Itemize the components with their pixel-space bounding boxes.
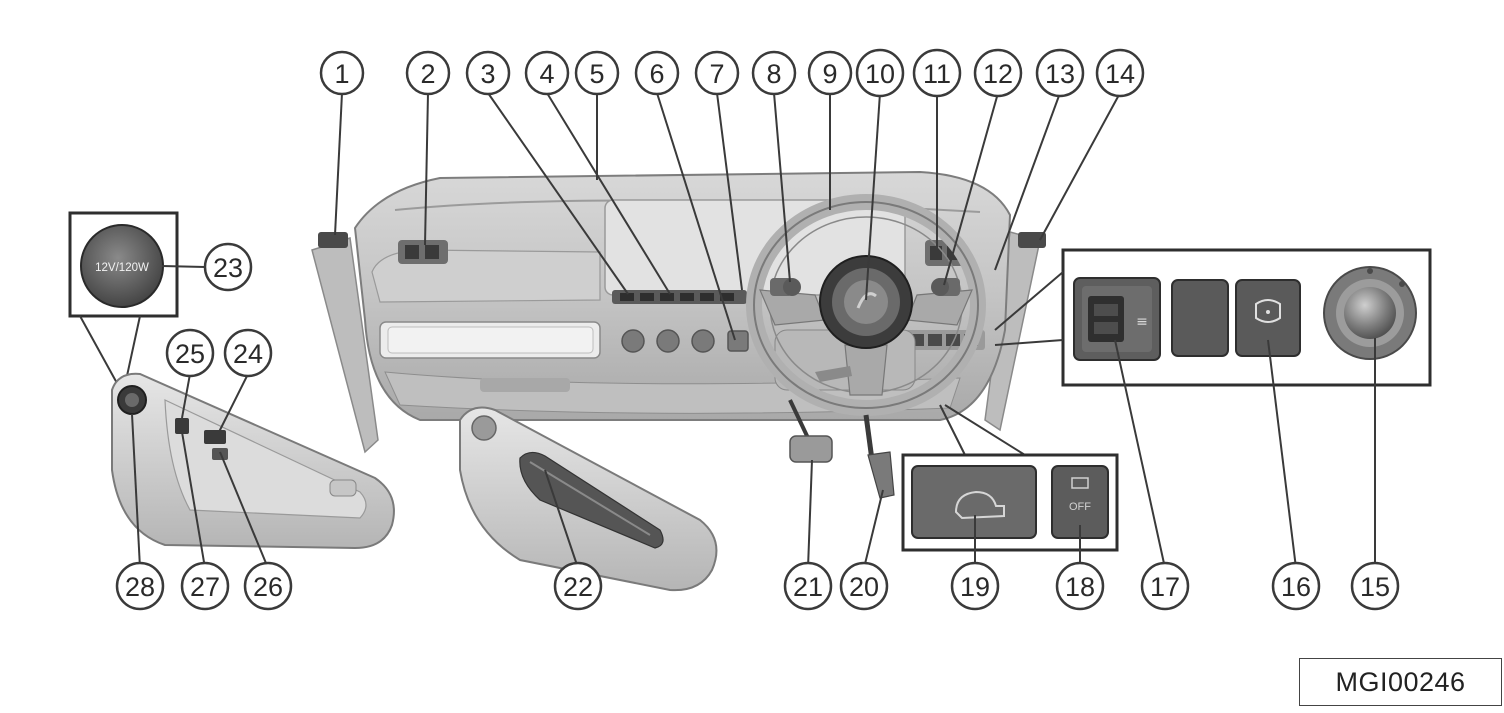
power-socket-inset: 12V/120W — [68, 211, 179, 386]
off-label: OFF — [1069, 501, 1091, 513]
leader-lines — [131, 92, 1376, 569]
callout-3: 3 — [465, 50, 511, 96]
svg-text:21: 21 — [793, 572, 823, 602]
svg-text:1: 1 — [334, 59, 349, 89]
callout-14: 14 — [1095, 48, 1145, 98]
center-console-wireless-tray — [459, 406, 718, 592]
svg-text:5: 5 — [589, 59, 604, 89]
callouts: 1 2 3 4 5 6 7 8 9 10 11 12 13 14 15 16 1… — [115, 48, 1400, 611]
svg-text:18: 18 — [1065, 572, 1095, 602]
callout-16: 16 — [1271, 561, 1321, 611]
svg-text:27: 27 — [190, 572, 220, 602]
callout-22: 22 — [553, 561, 603, 611]
callout-24: 24 — [223, 328, 273, 378]
svg-text:10: 10 — [865, 59, 895, 89]
callout-19: 19 — [950, 561, 1000, 611]
callout-6: 6 — [634, 50, 680, 96]
callout-9: 9 — [807, 50, 853, 96]
svg-text:15: 15 — [1360, 572, 1390, 602]
pedals — [788, 399, 895, 499]
svg-text:16: 16 — [1281, 572, 1311, 602]
callout-8: 8 — [751, 50, 797, 96]
callout-10: 10 — [855, 48, 905, 98]
svg-text:11: 11 — [923, 59, 951, 89]
callout-27: 27 — [180, 561, 230, 611]
callout-7: 7 — [694, 50, 740, 96]
svg-text:25: 25 — [175, 339, 205, 369]
callout-4: 4 — [524, 50, 570, 96]
callout-25: 25 — [165, 328, 215, 378]
svg-text:3: 3 — [480, 59, 495, 89]
switch-panel-right: ≡ — [994, 248, 1432, 387]
socket-rating-label: 12V/120W — [95, 262, 149, 274]
callout-21: 21 — [783, 561, 833, 611]
svg-text:20: 20 — [849, 572, 879, 602]
callout-26: 26 — [243, 561, 293, 611]
svg-text:26: 26 — [253, 572, 283, 602]
callout-1: 1 — [319, 50, 365, 96]
svg-text:6: 6 — [649, 59, 664, 89]
callout-20: 20 — [839, 561, 889, 611]
callout-28: 28 — [115, 561, 165, 611]
callout-5: 5 — [574, 50, 620, 96]
lower-switch-panel: OFF — [901, 404, 1119, 552]
callout-11: 11 — [912, 48, 962, 98]
svg-text:8: 8 — [766, 59, 781, 89]
svg-text:13: 13 — [1045, 59, 1075, 89]
svg-text:22: 22 — [563, 572, 593, 602]
svg-text:12: 12 — [983, 59, 1013, 89]
steering-wheel — [746, 194, 986, 416]
svg-text:14: 14 — [1105, 59, 1135, 89]
callout-13: 13 — [1035, 48, 1085, 98]
svg-text:17: 17 — [1150, 572, 1180, 602]
svg-text:7: 7 — [709, 59, 724, 89]
svg-text:23: 23 — [213, 253, 243, 283]
callout-18: 18 — [1055, 561, 1105, 611]
svg-text:9: 9 — [822, 59, 837, 89]
svg-text:4: 4 — [539, 59, 554, 89]
callout-2: 2 — [405, 50, 451, 96]
svg-text:2: 2 — [420, 59, 435, 89]
figure-code-label: MGI00246 — [1299, 658, 1502, 706]
callout-12: 12 — [973, 48, 1023, 98]
callout-17: 17 — [1140, 561, 1190, 611]
callout-15: 15 — [1350, 561, 1400, 611]
svg-text:24: 24 — [233, 339, 263, 369]
callout-23: 23 — [203, 242, 253, 292]
svg-text:≡: ≡ — [1136, 314, 1148, 330]
svg-text:28: 28 — [125, 572, 155, 602]
svg-text:19: 19 — [960, 572, 990, 602]
